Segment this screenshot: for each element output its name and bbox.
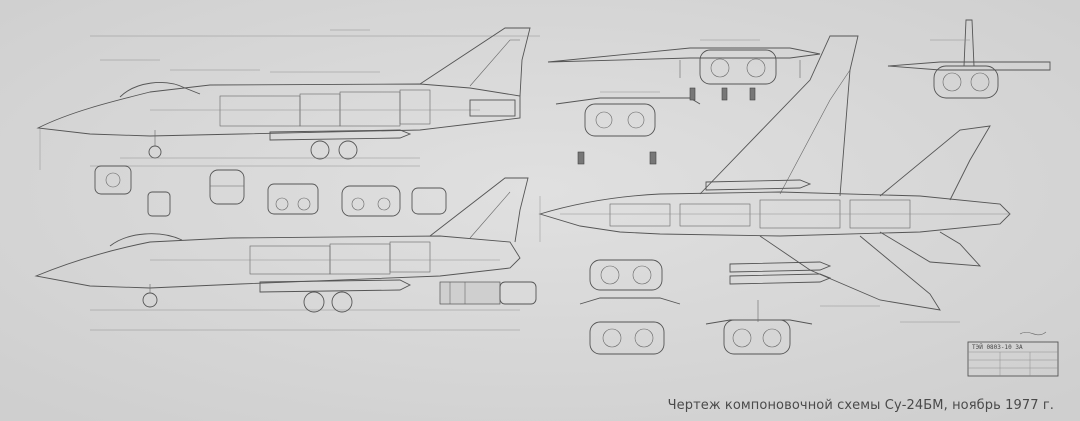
stamp-number: ТЭЙ 0803-10 ЗА: [972, 344, 1023, 351]
cross-sections-left: [94, 165, 447, 217]
front-view-right: [887, 19, 1051, 99]
front-view-wings: [547, 47, 821, 165]
cross-sections-lower: [579, 259, 813, 355]
annotation-marks: [100, 29, 970, 323]
side-view-lower: [34, 177, 537, 331]
title-stamp: ТЭЙ 0803-10 ЗА: [967, 331, 1059, 377]
side-view-upper: [36, 27, 540, 170]
plan-view: [538, 35, 1011, 311]
image-caption: Чертеж компоновочной схемы Су-24БМ, нояб…: [667, 398, 1054, 413]
